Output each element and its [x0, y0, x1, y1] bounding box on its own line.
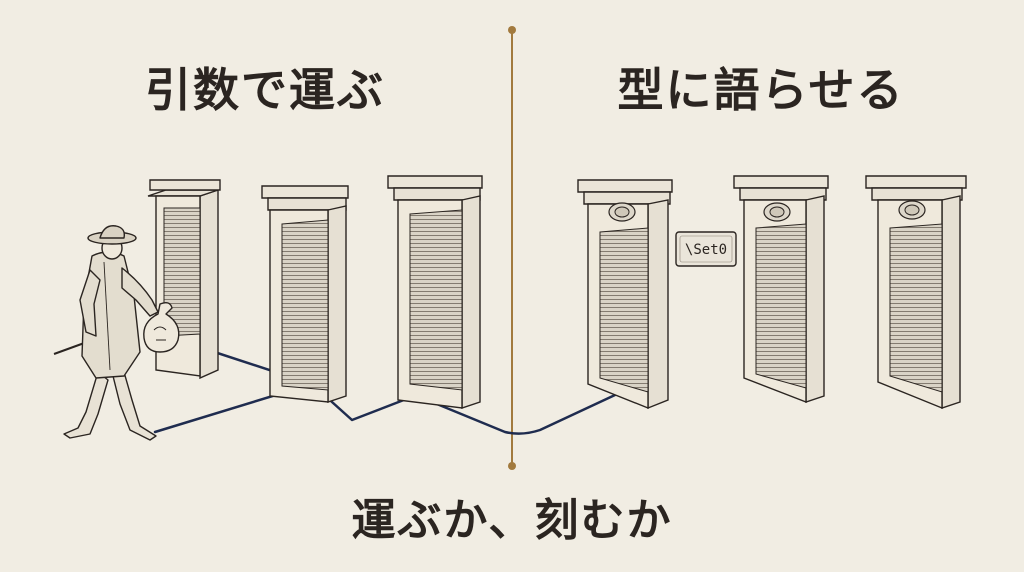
- tag-label: \Set0: [685, 242, 727, 258]
- man-with-money-bag-icon: [53, 225, 180, 441]
- seal-emblem-icon: [608, 202, 636, 222]
- floor-path: [153, 382, 632, 435]
- door-icon: [261, 185, 349, 403]
- door-icon: [865, 175, 967, 410]
- door-icon: [733, 175, 829, 404]
- seal-emblem-icon: [763, 202, 791, 222]
- divider-line: [508, 26, 516, 470]
- door-icon: [577, 179, 673, 410]
- bottom-caption: 運ぶか、刻むか: [351, 495, 673, 546]
- left-title: 引数で運ぶ: [145, 63, 385, 117]
- door-icon: [387, 175, 483, 409]
- right-title: 型に語らせる: [617, 63, 905, 117]
- set0-tag: \Set0: [675, 231, 737, 267]
- seal-emblem-icon: [898, 200, 926, 220]
